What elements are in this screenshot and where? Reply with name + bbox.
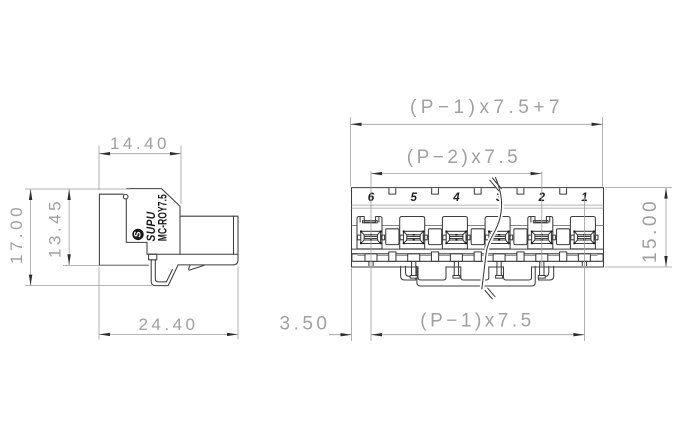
dim-overall-width-label: (P−1)x7.5+7 [410,97,564,118]
model-text: MC-ROY7.5 [158,194,170,241]
gap-foot-d [516,251,525,262]
dim-total-height: 17.00 [7,188,152,287]
gap-foot-a [388,251,397,262]
dim-total-height-label: 17.00 [7,204,26,264]
gap-foot-e [559,251,568,262]
dim-edge-to-pin-label: 3.50 [280,314,331,335]
side-view: S SUPU MC-ROY7.5 14.40 24.40 17.00 [7,134,239,340]
pin-number-5: 5 [410,192,417,204]
side-view-branding: S SUPU MC-ROY7.5 [132,194,170,242]
supu-logo-icon [132,228,144,241]
left-end-bracket [351,253,359,262]
dim-top-width-label: 14.40 [110,134,170,153]
break-tick-bottom-b [487,287,496,298]
housing-chamfered-top [125,188,181,255]
dim-total-width-label: 24.40 [138,315,198,334]
plug-shroud-outline [177,215,239,266]
gap-window-a [385,228,400,246]
break-line-curve [481,176,503,290]
top-notch-a [388,187,397,195]
solder-pin-position-3 [495,265,504,279]
housing-step-contour [125,198,148,255]
front-view-dimensions: (P−1)x7.5+7 (P−2)x7.5 3.50 (P−1)x7.5 15.… [280,97,672,341]
gap-window-c [470,228,485,246]
bottom-plate [416,265,536,287]
screw-contact-position-4 [442,229,471,245]
housing-left-edge [98,193,124,266]
top-notch-d [516,187,525,195]
screw-contact-position-5 [399,229,428,245]
dim-bottom-cluster: 3.50 (P−1)x7.5 [280,268,585,341]
solder-pin-position-4 [452,265,461,279]
housing-latch-nub [122,193,129,200]
side-view-dimensions: 14.40 24.40 17.00 13.45 [7,134,239,340]
right-end-bracket [596,253,604,262]
dim-total-width: 24.40 [98,266,239,340]
solder-pin-inner [154,259,173,283]
dim-body-height-label: 13.45 [46,198,65,258]
solder-pin-position-5 [409,265,418,279]
gap-foot-b [430,251,440,262]
plate-window-c [502,265,533,281]
break-line [479,176,504,300]
gap-foot-c [473,251,482,262]
pin-axis-lines [370,171,585,341]
dim-body-height: 13.45 [46,189,148,266]
pin-entry-notch [148,253,158,261]
front-view: 6 5 4 3 2 1 [280,97,672,341]
solder-pin-outer [150,259,179,287]
dim-pin-span-inner-label: (P−2)x7.5 [407,147,521,168]
side-view-outline [98,188,239,287]
top-notch-b [431,187,439,195]
break-tick-top-a [489,179,500,192]
dim-pin-span-label: (P−1)x7.5 [420,311,534,332]
plate-window-a [417,265,447,281]
dim-overall-width: (P−1)x7.5+7 [350,97,603,187]
top-notch-e [559,187,568,195]
brand-text: SUPU [144,212,158,242]
break-tick-top-b [491,177,502,190]
pin-number-4: 4 [452,192,460,204]
dim-height-label: 15.00 [640,198,661,263]
solder-pin-position-2 [537,265,546,279]
top-notch-c [473,187,482,195]
latch-wedge [188,264,205,271]
dim-top-width: 14.40 [98,134,182,204]
dim-pin-span-inner: (P−2)x7.5 [371,147,542,176]
gap-window-b [427,228,443,246]
gap-window-d [513,228,528,246]
break-tick-bottom-a [484,289,493,300]
dim-height: 15.00 [605,187,672,268]
gap-window-e [556,228,571,246]
bottom-hanging-structure [400,265,555,287]
supu-logo-letter: S [132,230,142,237]
